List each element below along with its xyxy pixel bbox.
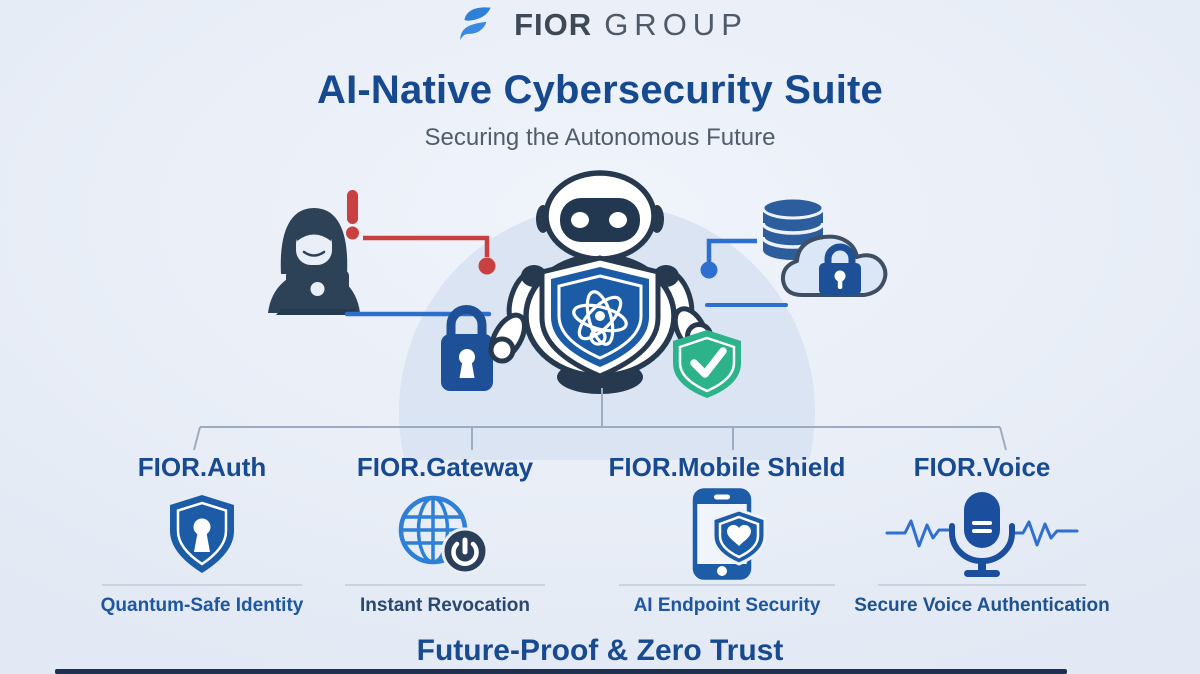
globe-power-icon <box>398 495 489 575</box>
column-divider <box>102 584 302 586</box>
product-caption: Instant Revocation <box>360 595 530 616</box>
threat-circuit-line-red <box>363 235 496 275</box>
column-divider <box>619 584 835 586</box>
secure-cloud-lock-icon <box>780 234 888 297</box>
phone-shield-heart-icon <box>692 488 767 580</box>
brand-name-light: GROUP <box>604 7 748 42</box>
product-title: FIOR.Auth <box>137 452 267 482</box>
page-subtitle: Securing the Autonomous Future <box>424 124 776 151</box>
hero-illustration <box>193 170 1007 460</box>
footer-tagline: Future-Proof & Zero Trust <box>416 634 784 667</box>
page-title: AI-Native Cybersecurity Suite <box>317 68 883 112</box>
hacker-laptop-icon <box>268 208 360 315</box>
data-circuit-line-blue <box>700 238 788 307</box>
product-title: FIOR.Mobile Shield <box>608 452 846 482</box>
product-caption: Secure Voice Authentication <box>854 595 1110 616</box>
product-column-gateway: FIOR.Gateway Instant Revocation <box>320 450 570 617</box>
product-column-mobile-shield: FIOR.Mobile Shield AI Endpoint Security <box>592 450 862 617</box>
fior-flag-icon <box>460 7 491 41</box>
microphone-waveform-icon <box>885 492 1079 577</box>
product-title: FIOR.Voice <box>913 452 1051 482</box>
brand-name-bold: FIOR <box>514 7 593 42</box>
security-robot-icon <box>488 170 713 394</box>
product-caption: Quantum-Safe Identity <box>100 595 304 616</box>
column-divider <box>878 584 1086 586</box>
product-title: FIOR.Gateway <box>356 452 534 482</box>
tree-connector-lines <box>193 388 1007 451</box>
bottom-accent-bar <box>55 669 1067 674</box>
product-column-auth: FIOR.Auth Quantum-Safe Identity <box>77 450 327 617</box>
padlock-icon <box>441 305 493 391</box>
shield-atom-emblem-icon <box>539 255 661 379</box>
product-column-voice: FIOR.Voice Secure Voice Authentication <box>852 450 1112 617</box>
verified-shield-check-icon <box>673 330 741 398</box>
brand-logo: FIOR GROUP <box>0 4 1200 46</box>
product-caption: AI Endpoint Security <box>633 595 821 616</box>
alert-exclamation-icon <box>346 190 359 240</box>
column-divider <box>345 584 545 586</box>
shield-keyhole-icon <box>170 495 234 573</box>
